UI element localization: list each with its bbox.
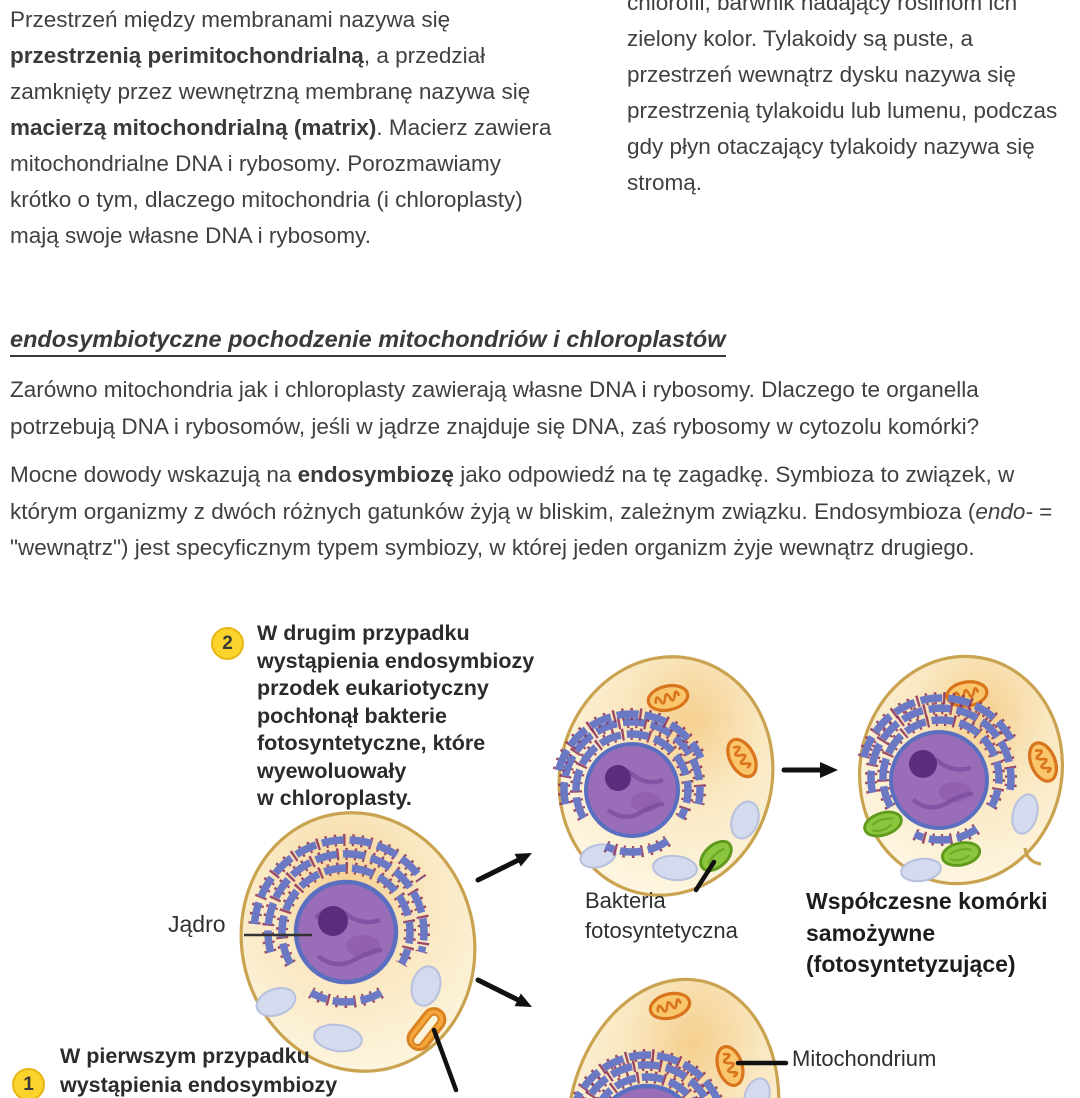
arrow-down-right-icon <box>475 977 532 1007</box>
bold-term-mitochondrial-matrix: macierzą mitochondrialną (matrix) <box>10 115 377 140</box>
step2-line: w chloroplasty. <box>257 786 412 810</box>
label-line: fotosyntetyczna <box>585 918 738 943</box>
invagination-pointer-line <box>431 1027 459 1093</box>
step2-line: W drugim przypadku <box>257 621 470 645</box>
vacuole-blob <box>743 1077 771 1098</box>
nucleus <box>889 730 989 830</box>
cell-membrane <box>565 977 781 1098</box>
nucleus <box>584 742 680 838</box>
paragraph-thylakoid: chlorofil, barwnik nadający roślinom ich… <box>627 0 1058 195</box>
bacterium-pointer-line <box>693 859 717 893</box>
text-segment: Mocne dowody wskazują na <box>10 462 298 487</box>
mitochondrion-icon <box>1027 741 1059 783</box>
step2-description: W drugim przypadku wystąpienia endosymbi… <box>257 620 534 813</box>
text-segment: Przestrzeń między membranami nazywa się <box>10 7 451 32</box>
text-segment: jako odpowiedź na tę zagadkę. Symbioza t… <box>10 462 1015 524</box>
arrow-up-right-icon <box>475 853 532 883</box>
endoplasmic-reticulum <box>552 707 707 859</box>
endoplasmic-reticulum <box>570 1049 724 1098</box>
label-line: samożywne <box>806 919 936 946</box>
italic-term-endo: endo- <box>975 498 1033 524</box>
cell-with-mitochondrion-illustration <box>565 977 781 1098</box>
nucleus <box>293 879 399 985</box>
step2-line: pochłonął bakterie <box>257 703 447 728</box>
arrow-right-icon <box>781 762 838 778</box>
vacuole-blobs <box>900 793 1039 883</box>
bold-term-endosymbiosis: endosymbiozę <box>297 462 454 487</box>
chloroplast-icon <box>863 810 903 838</box>
nucleus-pointer-line <box>244 933 312 937</box>
step1-badge: 1 <box>12 1068 45 1098</box>
step1-line: W pierwszym przypadku <box>60 1044 310 1068</box>
label-line: Współczesne komórki <box>806 888 1048 914</box>
vacuole-blobs <box>255 965 442 1053</box>
mitochondrion-icon <box>726 737 758 779</box>
section-heading-text: endosymbiotyczne pochodzenie mitochondri… <box>10 326 726 357</box>
paragraph-question: Zarówno mitochondria jak i chloroplasty … <box>10 377 980 439</box>
cell-with-mitochondria-engulfing-bacterium-illustration <box>552 655 775 897</box>
chloroplast-icon <box>940 841 982 867</box>
step2-line: fotosyntetyczne, które <box>257 731 486 755</box>
ancestral-eukaryote-cell-illustration <box>239 811 477 1073</box>
label-line: (fotosyntetyzujące) <box>806 951 1016 977</box>
bold-term-perimitochondrial-space: przestrzenią perimitochondrialną <box>10 43 364 68</box>
text-segment: . Macierz zawiera mitochondrialne DNA i … <box>10 115 552 248</box>
text-segment: = "wewnątrz") jest specyficznym typem sy… <box>10 498 1053 561</box>
label-line: Bakteria <box>585 888 666 913</box>
text-segment: , a przedział zamknięty przez wewnętrzną… <box>10 43 531 104</box>
step1-line: wystąpienia endosymbiozy <box>60 1072 338 1097</box>
photosynthetic-bacterium-icon <box>699 839 733 873</box>
paragraph-mitochondrial-matrix: Przestrzeń między membranami nazywa się … <box>10 2 558 254</box>
step2-line: wyewoluowały <box>257 758 407 783</box>
modern-photosynthetic-cell-illustration <box>857 654 1065 886</box>
mitochondrion-icon <box>646 683 690 713</box>
step2-line: przodek eukariotyczny <box>257 676 489 700</box>
nucleolus <box>909 750 937 778</box>
paragraph-endosymbiosis: Mocne dowody wskazują na endosymbiozę ja… <box>10 457 1072 567</box>
endoplasmic-reticulum <box>857 692 1019 847</box>
endoplasmic-reticulum <box>248 834 430 1008</box>
label-nucleus: Jądro <box>168 911 226 937</box>
step2-line: wystąpienia endosymbiozy <box>257 648 535 673</box>
mitochondrion-icon <box>648 991 692 1021</box>
nucleus <box>611 1083 683 1098</box>
mitochondrion-pointer-line <box>735 1060 789 1066</box>
label-modern-autotroph-cells: Współczesne komórki samożywne (fotosynte… <box>806 886 1048 981</box>
step2-badge: 2 <box>211 627 244 660</box>
step1-description: W pierwszym przypadku wystąpienia endosy… <box>60 1042 337 1098</box>
nucleolus <box>318 906 348 936</box>
nucleolus <box>605 765 631 791</box>
membrane-notch <box>1023 847 1042 866</box>
label-mitochondrion: Mitochondrium <box>792 1046 937 1071</box>
section-heading: endosymbiotyczne pochodzenie mitochondri… <box>10 326 726 357</box>
label-photosynthetic-bacterium: Bakteria fotosyntetyczna <box>585 886 738 946</box>
